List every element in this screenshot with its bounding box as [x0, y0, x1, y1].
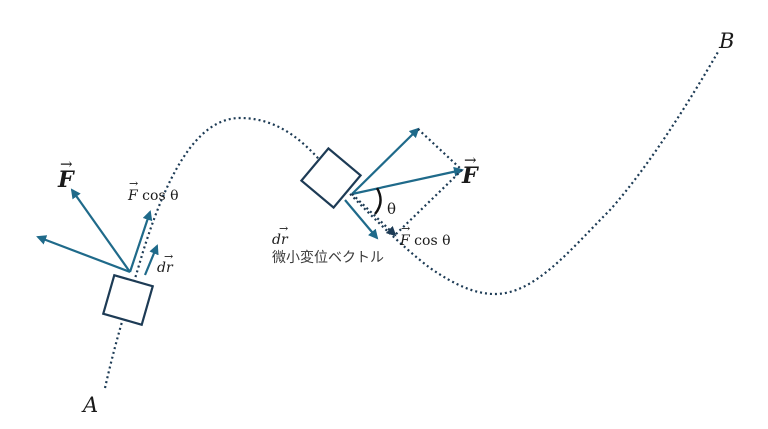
- theta-arc: [374, 187, 382, 215]
- right-dr-arrow: [344, 199, 379, 240]
- label-force-left-arrow: →: [60, 155, 73, 173]
- left-dr-arrow: [143, 244, 159, 276]
- label-fcos-right: F cos θ: [399, 233, 451, 249]
- trajectory-path: [103, 51, 719, 389]
- label-point-a: A: [81, 393, 98, 417]
- right-force-arrow: [351, 166, 464, 196]
- parallelogram-top-edge: [417, 128, 463, 171]
- label-force-left: F: [57, 167, 75, 193]
- left-block: [101, 273, 155, 327]
- label-displacement-caption: 微小変位ベクトル: [272, 249, 384, 266]
- left-fcos-arrow: [128, 210, 153, 273]
- label-fcos-left: F cos θ: [127, 188, 179, 204]
- label-dr-right: dr: [272, 232, 289, 248]
- label-point-b: B: [718, 29, 734, 53]
- label-dr-left-arrow: →: [164, 250, 173, 263]
- left-force-arrow-2: [70, 188, 131, 273]
- label-dr-left: dr: [157, 260, 174, 276]
- left-force-arrow: [36, 235, 131, 274]
- label-fcos-left-arrow: →: [129, 177, 138, 190]
- label-force-right: F: [461, 163, 479, 189]
- label-force-right-arrow: →: [464, 151, 477, 169]
- right-force-upper-arrow: [351, 127, 420, 195]
- label-dr-right-arrow: →: [279, 222, 288, 235]
- parallelogram-right-edge: [394, 169, 463, 236]
- right-block: [299, 146, 363, 210]
- label-theta: θ: [387, 200, 396, 218]
- label-fcos-right-arrow: →: [401, 222, 410, 235]
